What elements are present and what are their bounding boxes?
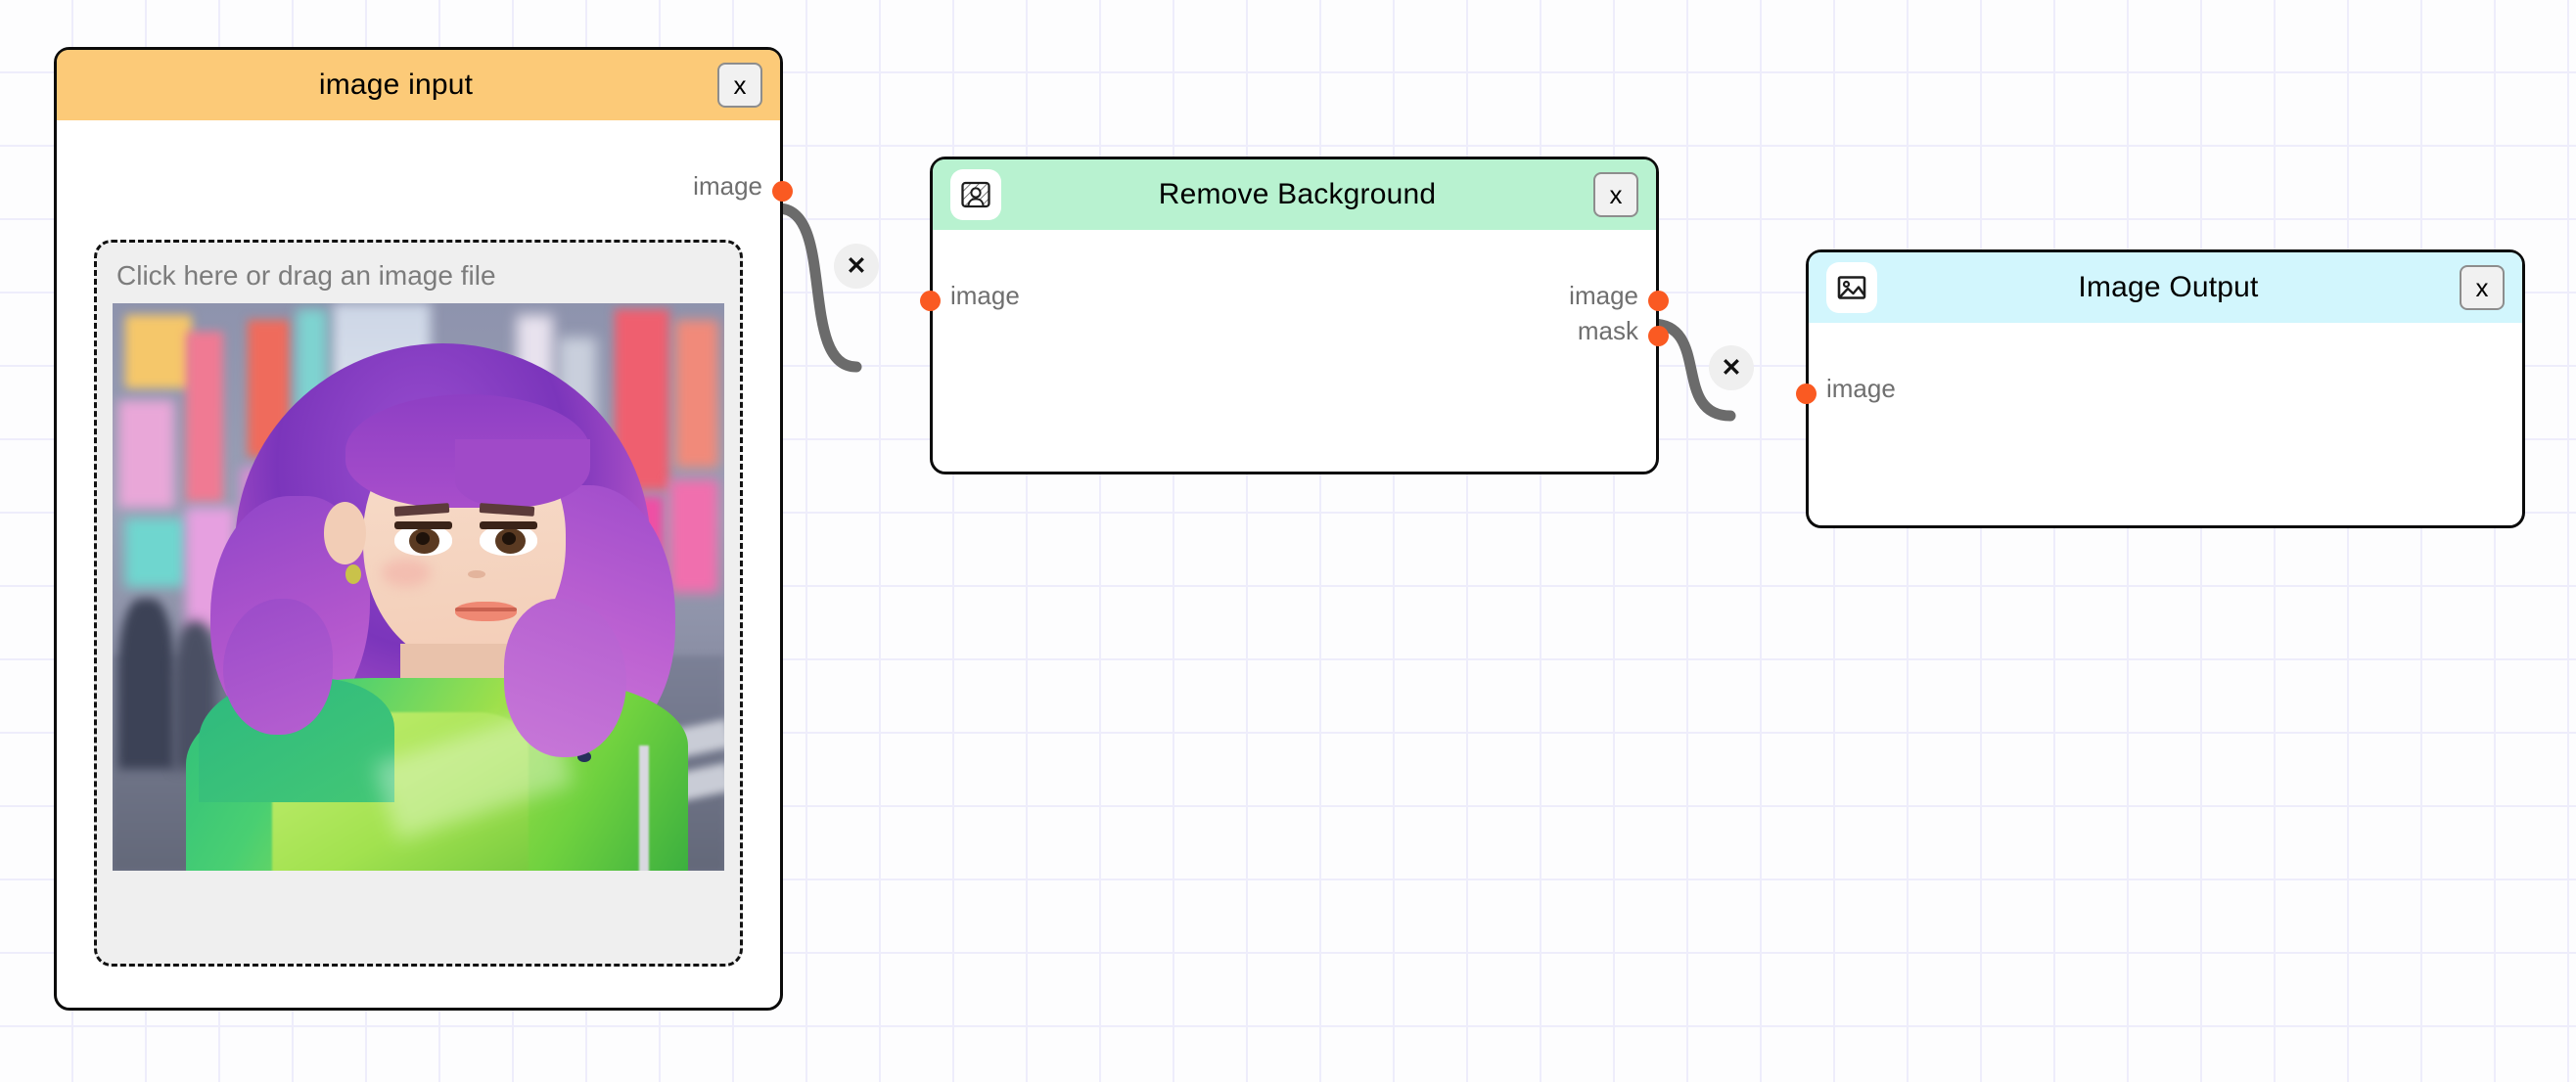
output-port-row-image: image [1569,281,1638,310]
input-port-image[interactable] [1796,383,1817,404]
output-port-image[interactable] [1648,291,1669,311]
dropzone-label: Click here or drag an image file [116,260,496,291]
input-port-row-image: image [950,281,1020,310]
close-icon[interactable]: x [1593,172,1638,217]
node-header-image-input[interactable]: image input x [57,50,780,120]
input-port-image[interactable] [920,291,941,311]
node-title: image input [318,68,474,101]
node-remove-background[interactable]: Remove Background x image image mask [920,157,1669,474]
edge-path-1 [772,203,862,373]
node-image-input[interactable]: image input x image Click here or drag a… [54,47,793,1011]
output-port-row-mask: mask [1577,316,1638,345]
input-port-row-image: image [1826,374,1896,403]
edge-delete-button-2[interactable]: ✕ [1709,345,1754,390]
image-preview-thumbnail [113,303,724,871]
node-image-output[interactable]: Image Output x image [1796,249,2525,528]
image-dropzone[interactable]: Click here or drag an image file [94,240,743,967]
node-title: Remove Background [1158,178,1437,210]
close-icon[interactable]: x [717,63,762,108]
close-icon[interactable]: x [2460,265,2505,310]
output-port-row-image: image [693,171,762,201]
picture-icon [1826,262,1877,313]
node-body-remove-background: image image mask [920,230,1669,468]
node-body-image-input: image Click here or drag an image file [57,120,793,1004]
node-body-image-output: image [1796,323,2522,521]
node-title: Image Output [2078,271,2259,303]
node-header-remove-background[interactable]: Remove Background x [933,159,1656,230]
remove-background-icon [950,169,1001,220]
output-port-image[interactable] [772,181,793,202]
node-header-image-output[interactable]: Image Output x [1809,252,2522,323]
output-port-mask[interactable] [1648,326,1669,346]
edge-delete-button-1[interactable]: ✕ [834,244,879,289]
